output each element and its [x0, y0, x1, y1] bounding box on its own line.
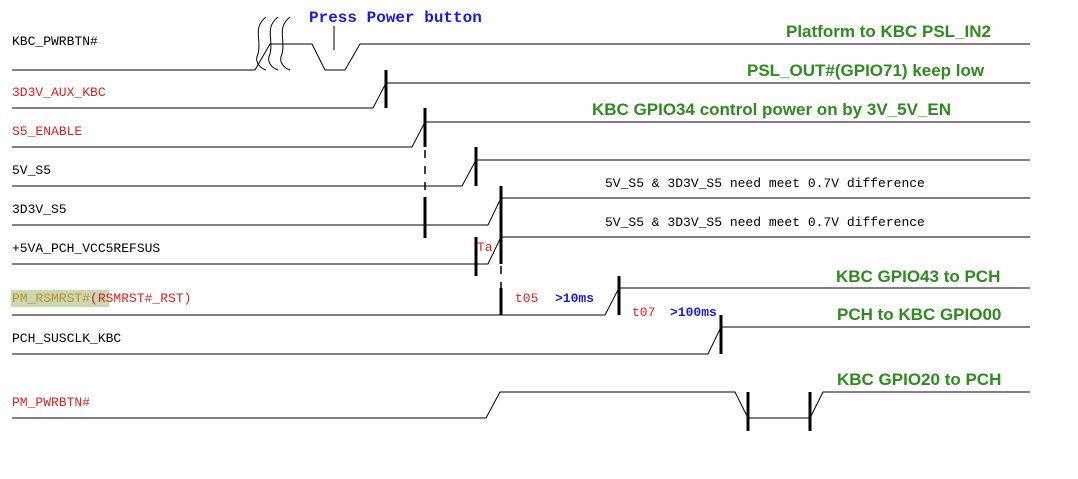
annotation-platform-psl-in2: Platform to KBC PSL_IN2 — [786, 22, 991, 41]
waveform-s5-enable — [12, 121, 1030, 148]
timing-value-t07: >100ms — [670, 305, 717, 320]
waveform-pch-vcc5refsus — [12, 236, 1030, 265]
signal-label-5v-s5: 5V_S5 — [12, 163, 51, 178]
break-symbol-left — [256, 16, 267, 71]
waveform-3d3v-aux-kbc — [12, 82, 1030, 109]
annotation-gpio43: KBC GPIO43 to PCH — [836, 267, 1000, 286]
signal-label-kbc-pwrbtn: KBC_PWRBTN# — [12, 34, 98, 49]
waveform-pm-rsmrst — [12, 287, 1030, 316]
signal-label-3d3v-s5: 3D3V_S5 — [12, 202, 67, 217]
break-symbol-right — [280, 16, 291, 71]
timing-value-t05: >10ms — [555, 291, 594, 306]
waveform-5v-s5 — [12, 159, 1030, 187]
timing-label-t07: t07 — [632, 305, 655, 320]
timing-label-t05: t05 — [515, 291, 538, 306]
note-diff-2: 5V_S5 & 3D3V_S5 need meet 0.7V differenc… — [605, 215, 925, 230]
waveform-pch-susclk — [12, 326, 1030, 355]
signal-label-pm-rsmrst-rest: (RSMRST#_RST) — [90, 291, 191, 306]
annotation-gpio34: KBC GPIO34 control power on by 3V_5V_EN — [592, 100, 951, 119]
timing-label-ta: Ta — [477, 240, 493, 255]
annotation-gpio20: KBC GPIO20 to PCH — [837, 370, 1001, 389]
annotation-psl-out: PSL_OUT#(GPIO71) keep low — [747, 61, 985, 80]
signal-label-pch-susclk: PCH_SUSCLK_KBC — [12, 331, 121, 346]
signal-label-pch-vcc5refsus: +5VA_PCH_VCC5REFSUS — [12, 241, 160, 256]
press-power-button-label: Press Power button — [309, 9, 482, 27]
highlight-pm-rsmrst — [11, 290, 109, 307]
signal-label-s5-enable: S5_ENABLE — [12, 124, 82, 139]
signal-label-pm-rsmrst-main: PM_RSMRST# — [12, 291, 90, 306]
signal-label-3d3v-aux-kbc: 3D3V_AUX_KBC — [12, 85, 106, 100]
waveform-kbc-pwrbtn — [12, 43, 1030, 71]
signal-label-pm-rsmrst: PM_RSMRST#(RSMRST#_RST) — [12, 291, 191, 306]
waveform-3d3v-s5 — [12, 197, 1030, 226]
signal-label-pm-pwrbtn: PM_PWRBTN# — [12, 395, 90, 410]
break-symbol-mid — [268, 16, 279, 71]
annotation-gpio00: PCH to KBC GPIO00 — [837, 305, 1001, 324]
waveform-pm-pwrbtn — [12, 391, 1030, 419]
note-diff-1: 5V_S5 & 3D3V_S5 need meet 0.7V differenc… — [605, 176, 925, 191]
